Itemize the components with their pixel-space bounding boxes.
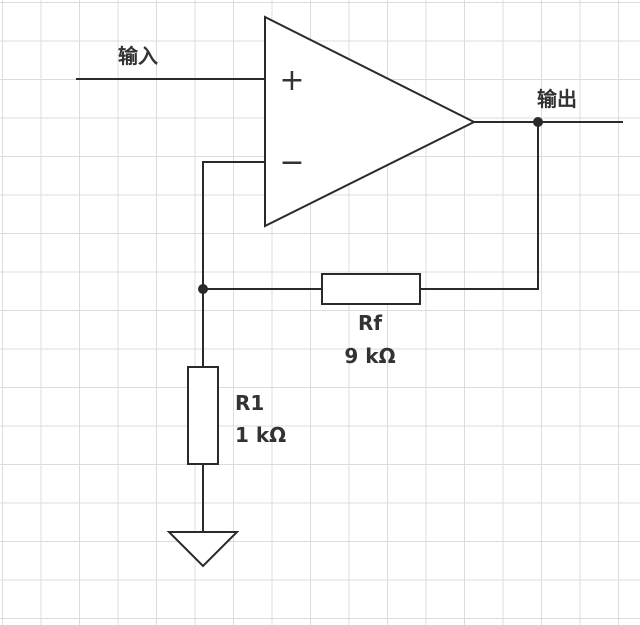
rf-value-label: 9 kΩ	[344, 344, 395, 368]
r1-value-label: 1 kΩ	[235, 423, 286, 447]
inverting-input-wire	[202, 161, 266, 290]
opamp-plus-sign: +	[279, 63, 304, 98]
ground-symbol	[166, 531, 240, 568]
rf-resistor	[321, 273, 421, 305]
r1-name-label: R1	[235, 391, 264, 415]
opamp-triangle	[264, 15, 477, 228]
feedback-junction-dot	[198, 284, 208, 294]
rf-name-label: Rf	[358, 311, 382, 335]
output-label: 输出	[537, 87, 577, 111]
opamp-minus-sign: −	[279, 145, 304, 180]
output-junction-dot	[533, 117, 543, 127]
r1-resistor	[187, 366, 219, 465]
input-label: 输入	[118, 44, 158, 68]
